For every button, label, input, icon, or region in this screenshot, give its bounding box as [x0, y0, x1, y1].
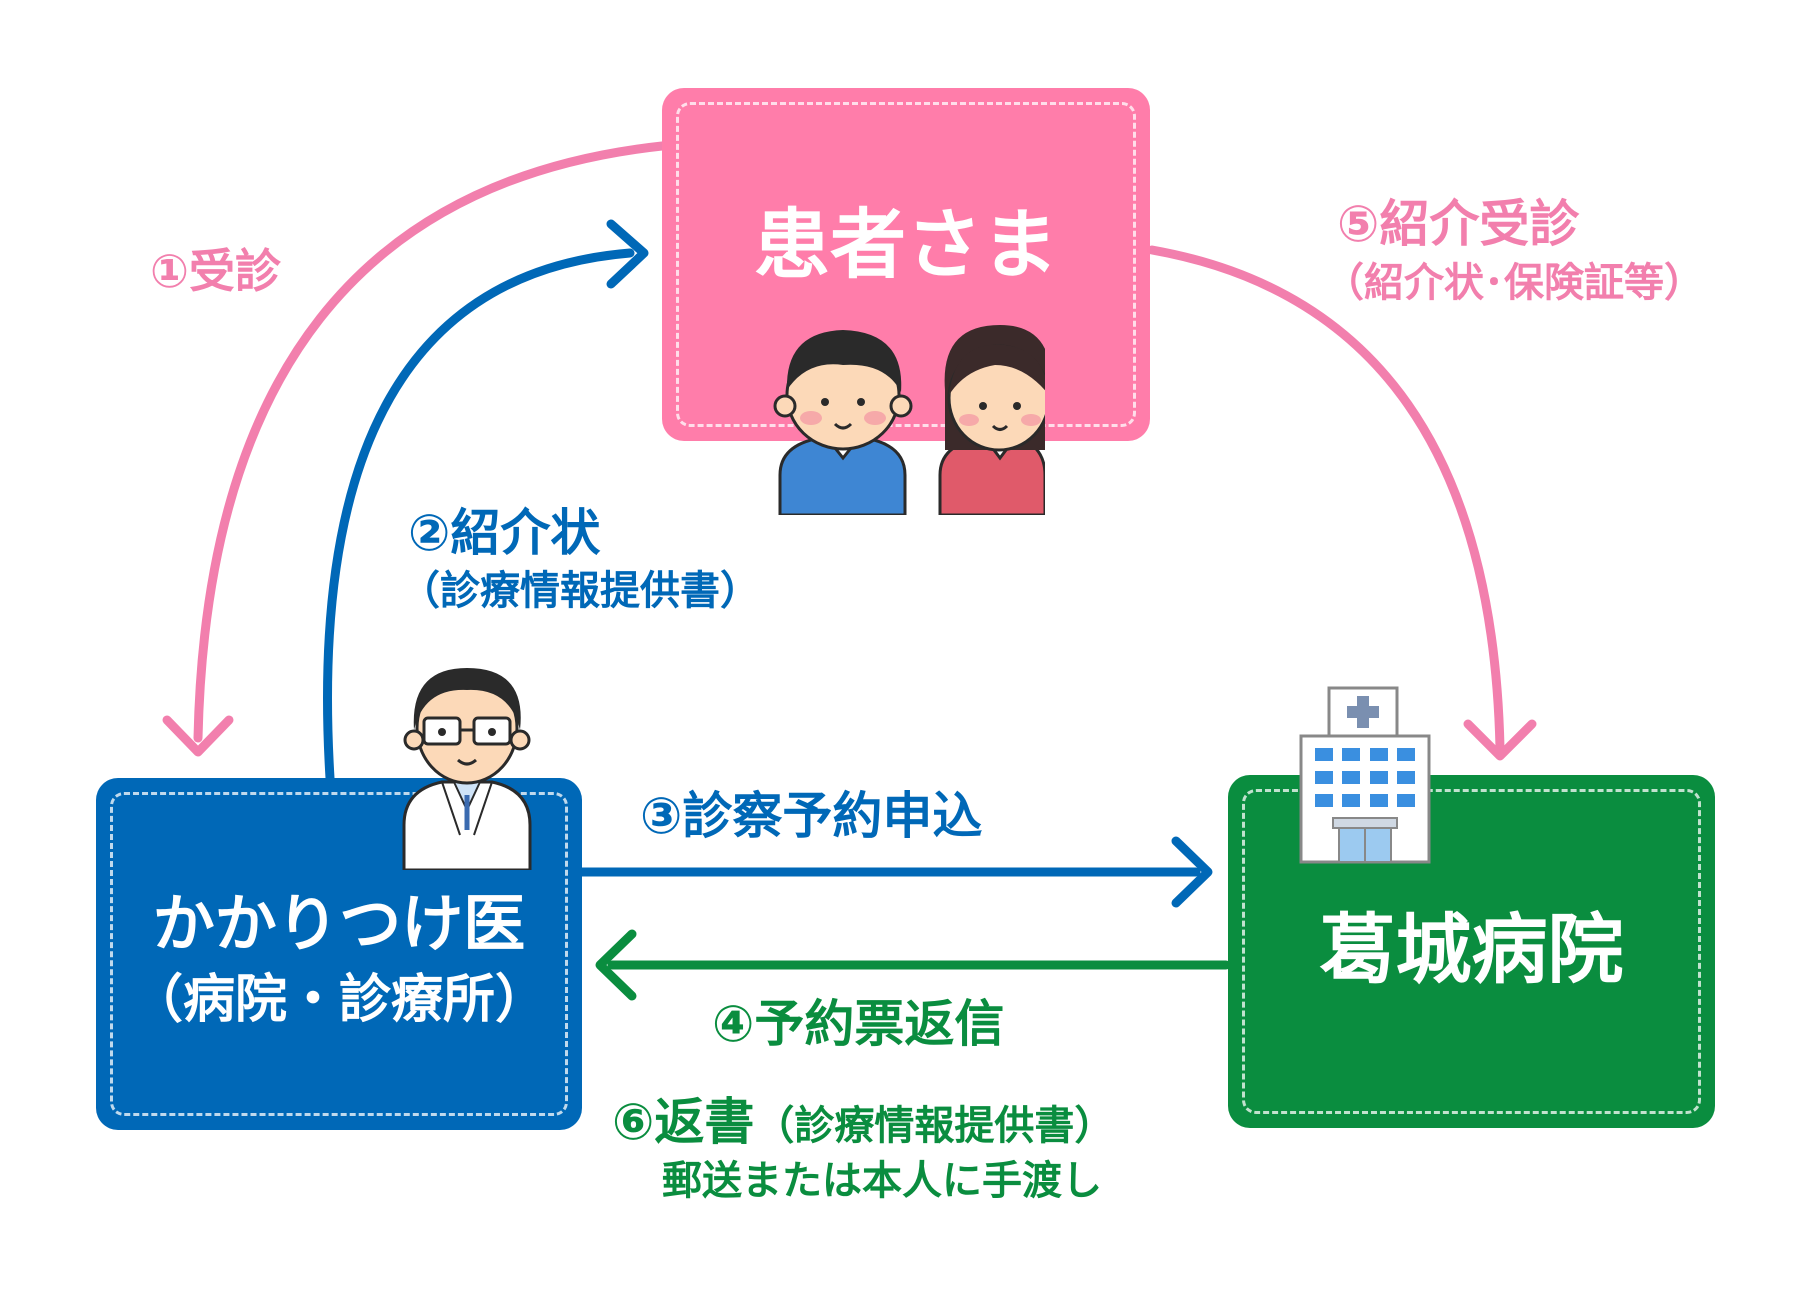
arrow-2-referral-letter — [323, 248, 635, 783]
arrow-1-head — [162, 715, 234, 757]
arrow-5-head — [1463, 719, 1537, 761]
arrow-3-head — [1171, 836, 1213, 908]
patient-box: 患者さま — [662, 88, 1150, 441]
katsuragi-hospital-title: 葛城病院 — [1319, 905, 1624, 994]
katsuragi-hospital-box-border — [1242, 789, 1701, 1114]
step-6-sublabel: 郵送または本人に手渡し — [662, 1158, 1102, 1204]
patient-title: 患者さま — [754, 200, 1058, 289]
hospital-building-icon — [1299, 686, 1431, 864]
step-4-label: ④予約票返信 — [712, 995, 1005, 1053]
family-doctor-subtitle: （病院・診療所） — [130, 970, 547, 1030]
arrow-4-head — [595, 929, 637, 1001]
step-6-label: ⑥返書（診療情報提供書） — [612, 1092, 1114, 1156]
patients-illustration-icon — [773, 325, 1045, 515]
step-2-sublabel: （診療情報提供書） — [400, 568, 760, 614]
step-3-label: ③診察予約申込 — [640, 787, 983, 845]
family-doctor-box-border — [110, 792, 568, 1116]
arrow-5-referral-visit — [1147, 245, 1505, 753]
step-1-label: ①受診 — [150, 244, 281, 298]
arrow-1-consult — [193, 141, 667, 743]
step-6-label-main: ⑥返書 — [612, 1093, 755, 1151]
arrow-2-head — [606, 219, 649, 289]
step-2-label: ②紹介状 — [408, 504, 601, 562]
patient-box-border — [676, 102, 1136, 427]
step-5-sublabel: （紹介状･保険証等） — [1324, 260, 1704, 306]
family-doctor-title: かかりつけ医 — [152, 887, 526, 960]
step-6-label-paren: （診療情報提供書） — [754, 1103, 1115, 1149]
step-5-label: ⑤紹介受診 — [1337, 195, 1580, 253]
doctor-illustration-icon — [402, 668, 532, 870]
